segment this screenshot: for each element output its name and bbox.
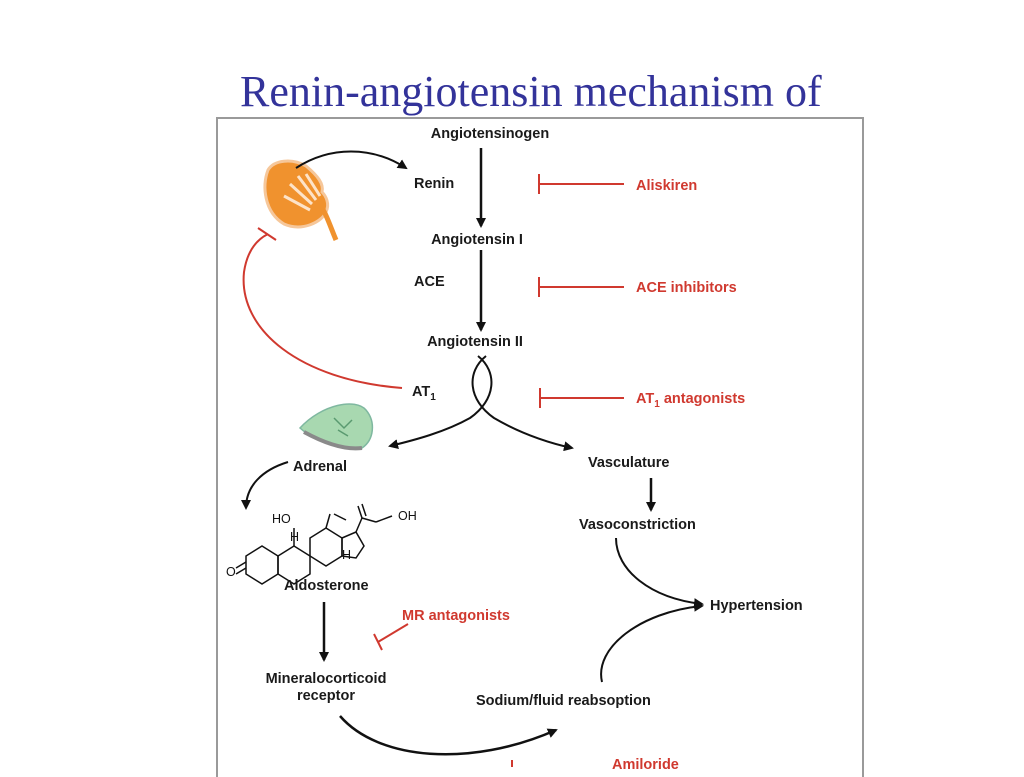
structure-label-o: O xyxy=(226,565,236,579)
feedback-inhibit-bar xyxy=(257,227,277,241)
inhibitor-mr-antagonists: MR antagonists xyxy=(402,608,510,624)
node-sodium-reabsorption: Sodium/fluid reabsoption xyxy=(476,693,651,709)
node-at1: AT1 xyxy=(412,384,436,403)
mr-inhibition-line xyxy=(373,623,409,651)
structure-label-h1: H xyxy=(290,530,300,544)
diagram-frame xyxy=(216,117,864,777)
structure-label-ho: HO xyxy=(272,512,291,526)
slide-title: Renin-angiotensin mechanism of xyxy=(240,67,822,116)
node-renin: Renin xyxy=(414,176,455,192)
inhibitor-aliskiren: Aliskiren xyxy=(636,178,698,194)
arrow-vasoconstriction-hypertension xyxy=(615,537,704,609)
node-vasoconstriction: Vasoconstriction xyxy=(579,517,696,533)
at1-antagonist-text: AT xyxy=(636,391,655,407)
structure-label-oh: OH xyxy=(398,509,417,523)
adrenal-gland-icon xyxy=(298,403,374,451)
arrow-to-adrenal xyxy=(388,355,493,449)
at1-antagonist-suffix: antagonists xyxy=(659,391,746,407)
node-angiotensinogen: Angiotensinogen xyxy=(430,126,550,142)
arrow-sodium-hypertension xyxy=(600,601,704,683)
kidney-renin-arrow xyxy=(295,150,408,170)
node-angiotensin-1: Angiotensin I xyxy=(431,232,523,248)
node-hypertension: Hypertension xyxy=(710,598,803,614)
inhibitor-at1-antagonists: AT1 antagonists xyxy=(636,391,746,410)
aliskiren-inhibition-line xyxy=(538,174,624,194)
feedback-loop-line xyxy=(242,233,403,389)
ace-inhibition-line xyxy=(538,277,624,297)
node-adrenal: Adrenal xyxy=(293,459,347,475)
structure-label-h2: H xyxy=(342,548,352,562)
arrow-receptor-sodium xyxy=(339,715,558,756)
inhibitor-ace-inhibitors: ACE inhibitors xyxy=(636,280,737,296)
node-aldosterone: Aldosterone xyxy=(284,578,369,594)
node-angiotensin-2: Angiotensin II xyxy=(427,334,523,350)
aldosterone-structure xyxy=(235,503,393,585)
receptor-line-2: receptor xyxy=(296,688,356,704)
at1-inhibition-line xyxy=(539,388,624,408)
node-vasculature: Vasculature xyxy=(588,455,670,471)
arrow-adrenal-aldosterone xyxy=(241,461,289,510)
receptor-line-1: Mineralocorticoid xyxy=(265,671,387,687)
at1-antagonist-subscript: 1 xyxy=(654,399,660,410)
node-mineralocorticoid-receptor: Mineralocorticoid receptor xyxy=(266,671,387,705)
inhibitor-amiloride: Amiloride xyxy=(612,757,679,773)
arrow-to-vasculature xyxy=(471,355,574,452)
at1-text: AT xyxy=(412,384,431,400)
at1-subscript: 1 xyxy=(430,392,436,403)
node-ace: ACE xyxy=(414,274,445,290)
kidney-icon xyxy=(263,159,339,241)
